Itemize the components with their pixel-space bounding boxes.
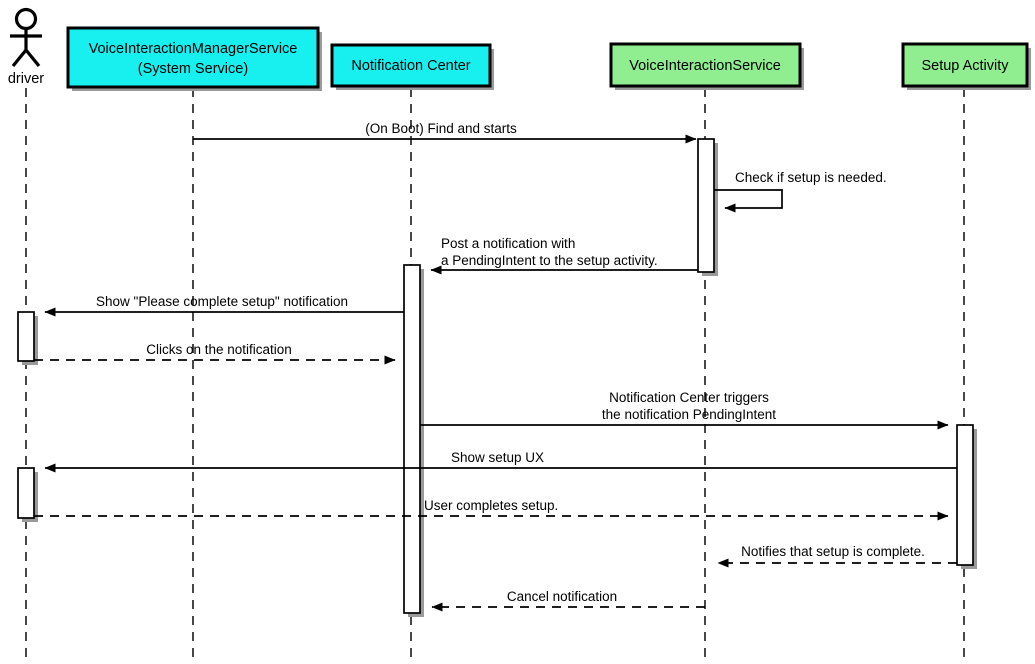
participant-box-voice-interaction-service[interactable] [609, 42, 802, 88]
actor-head-icon [14, 7, 38, 31]
participant-notification-center[interactable]: Notification Center [330, 43, 494, 90]
participant-label-driver: driver [8, 71, 44, 87]
activation-notification-center-1 [403, 264, 421, 614]
message-clicks-on-the-notification[interactable]: Clicks on the notification [34, 342, 396, 365]
participant-vims[interactable]: VoiceInteractionManagerService (System S… [66, 26, 322, 91]
participant-voice-interaction-service[interactable]: VoiceInteractionService [609, 42, 804, 90]
participant-label-vims-line2: (System Service) [138, 61, 248, 77]
message-label-m6-line2: the notification PendingIntent [602, 407, 776, 422]
actor-leg-right-icon [24, 48, 41, 68]
message-label-m9-line1: Notifies that setup is complete. [741, 544, 925, 559]
activation-driver-2 [17, 467, 35, 519]
message-label-m3-line1: Post a notification with [441, 236, 575, 251]
message-post-a-notification[interactable]: Post a notification with a PendingIntent… [430, 236, 698, 275]
message-label-m8-line1: User completes setup. [424, 498, 558, 513]
message-cancel-notification[interactable]: Cancel notification [431, 589, 705, 612]
message-self-loop-line [714, 189, 783, 213]
message-check-if-setup-is-needed[interactable]: Check if setup is needed. [714, 170, 887, 213]
message-label-m1-line1: (On Boot) Find and starts [365, 121, 517, 136]
participant-label-vims-line1: VoiceInteractionManagerService [89, 41, 298, 57]
message-label-m3-line2: a PendingIntent to the setup activity. [441, 253, 658, 268]
participant-driver[interactable]: driver [8, 7, 44, 87]
message-notifies-that-setup-is-complete[interactable]: Notifies that setup is complete. [717, 544, 957, 568]
actor-leg-left-icon [11, 48, 28, 68]
participant-label-voice-interaction-service: VoiceInteractionService [629, 58, 781, 74]
message-label-m7-line1: Show setup UX [451, 450, 544, 465]
message-label-m2-line1: Check if setup is needed. [735, 170, 887, 185]
participant-label-setup-activity: Setup Activity [921, 58, 1009, 74]
message-label-m10-line1: Cancel notification [507, 589, 617, 604]
participant-box-notification-center[interactable] [330, 43, 492, 88]
participant-setup-activity[interactable]: Setup Activity [901, 42, 1031, 90]
message-notification-center-triggers-pendingintent[interactable]: Notification Center triggers the notific… [420, 390, 949, 430]
activation-voice-interaction-service-1 [697, 138, 715, 273]
message-label-m5-line1: Clicks on the notification [146, 342, 292, 357]
activations-group [17, 138, 977, 617]
activation-driver-1 [17, 311, 35, 362]
message-show-setup-ux[interactable]: Show setup UX [44, 450, 957, 473]
message-user-completes-setup[interactable]: User completes setup. [34, 498, 949, 521]
participant-box-vims[interactable] [66, 26, 320, 89]
activation-setup-activity-1 [956, 424, 974, 566]
message-label-m6-line1: Notification Center triggers [609, 390, 769, 405]
message-show-please-complete-setup-notification[interactable]: Show "Please complete setup" notificatio… [44, 294, 404, 317]
participant-box-setup-activity[interactable] [901, 42, 1029, 88]
message-on-boot-find-and-starts[interactable]: (On Boot) Find and starts [193, 121, 697, 144]
message-label-m4-line1: Show "Please complete setup" notificatio… [96, 294, 348, 309]
participant-label-notification-center: Notification Center [351, 58, 470, 74]
